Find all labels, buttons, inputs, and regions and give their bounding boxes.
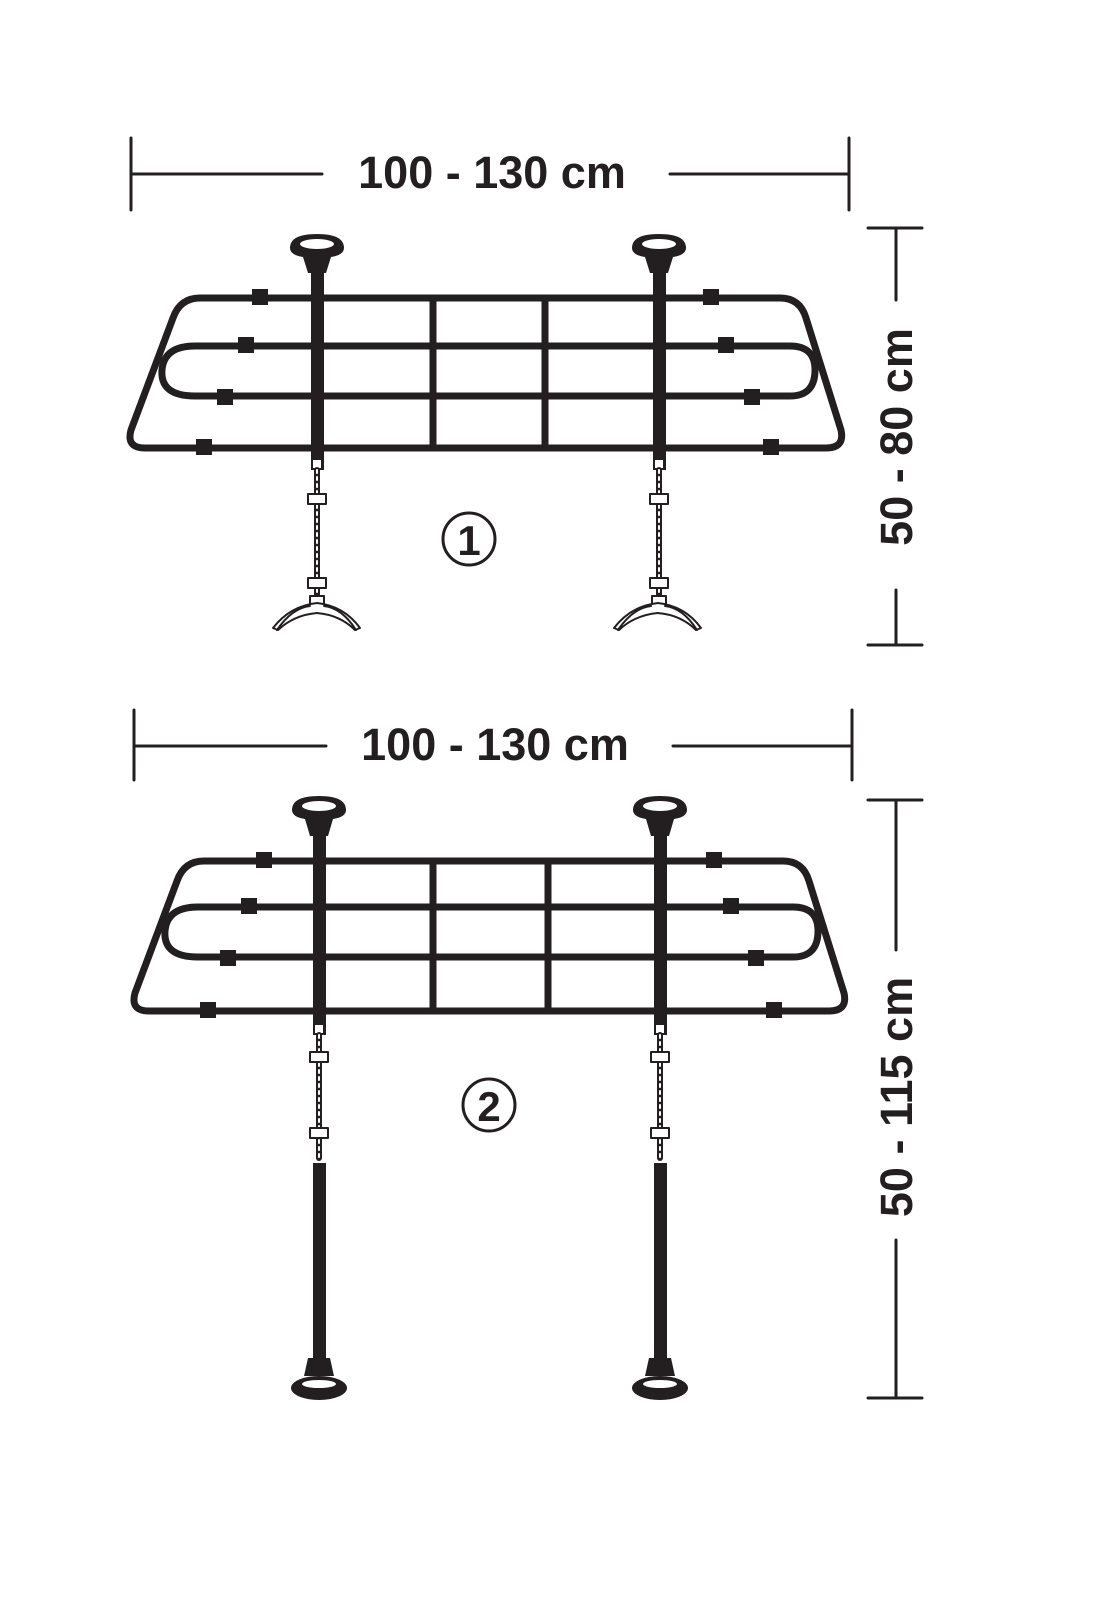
width-label-2: 100 - 130 cm xyxy=(361,719,629,770)
height-label-1: 50 - 80 cm xyxy=(871,328,922,546)
height-dimension-2 xyxy=(866,798,924,1400)
guard-frame-2 xyxy=(130,857,849,1015)
width-dimension-1 xyxy=(129,136,851,212)
config-number-circle-2 xyxy=(461,1077,517,1133)
guard-frame-1 xyxy=(126,294,846,452)
configuration-1: 100 - 130 cm 50 - 80 cm xyxy=(126,136,924,647)
height-dimension-1 xyxy=(866,226,924,647)
configuration-2: 100 - 130 cm 50 - 115 cm xyxy=(130,708,924,1400)
config-number-circle-1 xyxy=(441,511,497,567)
right-pole-2 xyxy=(632,796,688,1400)
right-pole-1 xyxy=(613,234,702,631)
width-label-1: 100 - 130 cm xyxy=(358,147,626,198)
config-number-1: 1 xyxy=(457,517,480,564)
rod-clamps-1 xyxy=(196,289,779,455)
left-pole-2 xyxy=(291,796,347,1400)
rod-clamps-2 xyxy=(200,852,782,1018)
left-pole-1 xyxy=(272,234,361,631)
config-number-2: 2 xyxy=(477,1083,500,1130)
width-dimension-2 xyxy=(132,708,854,782)
height-label-2: 50 - 115 cm xyxy=(871,977,922,1217)
